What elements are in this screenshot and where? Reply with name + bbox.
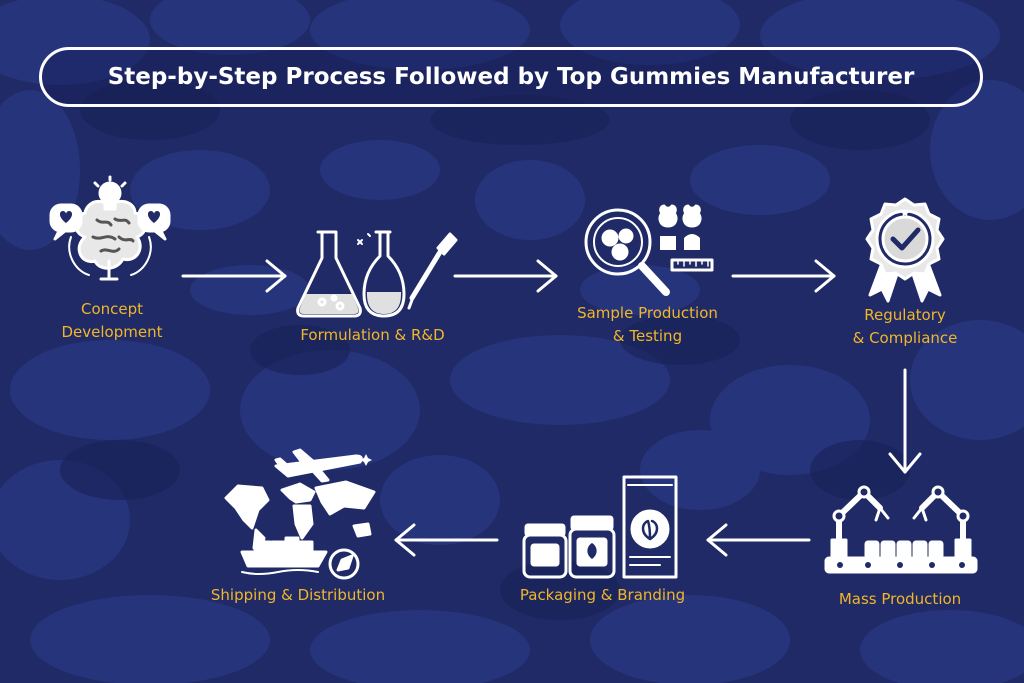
step-mass-label: Mass Production	[820, 588, 980, 611]
arrow-formulation-to-sample	[453, 259, 558, 293]
step-concept-line-2: Development	[61, 323, 163, 341]
step-formulation-label: Formulation & R&D	[285, 324, 460, 347]
world-map-plane-ship-icon	[224, 448, 376, 580]
step-formulation-line-1: Formulation & R&D	[300, 326, 445, 344]
page-title: Step-by-Step Process Followed by Top Gum…	[39, 47, 983, 107]
step-sample-line-1: Sample Production	[577, 304, 718, 322]
step-regulatory-line-2: & Compliance	[852, 329, 958, 347]
brain-lightbulb-hearts-icon	[49, 175, 171, 281]
jars-pouch-icon	[522, 475, 678, 579]
step-shipping-label: Shipping & Distribution	[198, 584, 398, 607]
step-sample-line-2: & Testing	[612, 327, 683, 345]
step-regulatory-line-1: Regulatory	[864, 306, 946, 324]
robot-arms-conveyor-icon	[824, 485, 978, 574]
step-packaging-line-1: Packaging & Branding	[519, 586, 686, 604]
certified-badge-icon	[865, 197, 945, 303]
step-concept-label: Concept Development	[52, 298, 172, 344]
arrow-regulatory-to-mass	[888, 368, 922, 474]
step-regulatory-label: Regulatory & Compliance	[835, 304, 975, 350]
magnifier-petri-gummies-icon	[584, 204, 714, 296]
lab-flasks-dropper-icon	[296, 230, 458, 318]
arrow-sample-to-regulatory	[731, 259, 836, 293]
step-shipping-line-1: Shipping & Distribution	[210, 586, 386, 604]
step-packaging-label: Packaging & Branding	[500, 584, 705, 607]
step-sample-label: Sample Production & Testing	[565, 302, 730, 348]
step-mass-line-1: Mass Production	[838, 590, 962, 608]
arrow-packaging-to-shipping	[394, 523, 499, 557]
arrow-concept-to-formulation	[181, 259, 287, 293]
arrow-mass-to-packaging	[706, 523, 811, 557]
step-concept-line-1: Concept	[80, 300, 144, 318]
